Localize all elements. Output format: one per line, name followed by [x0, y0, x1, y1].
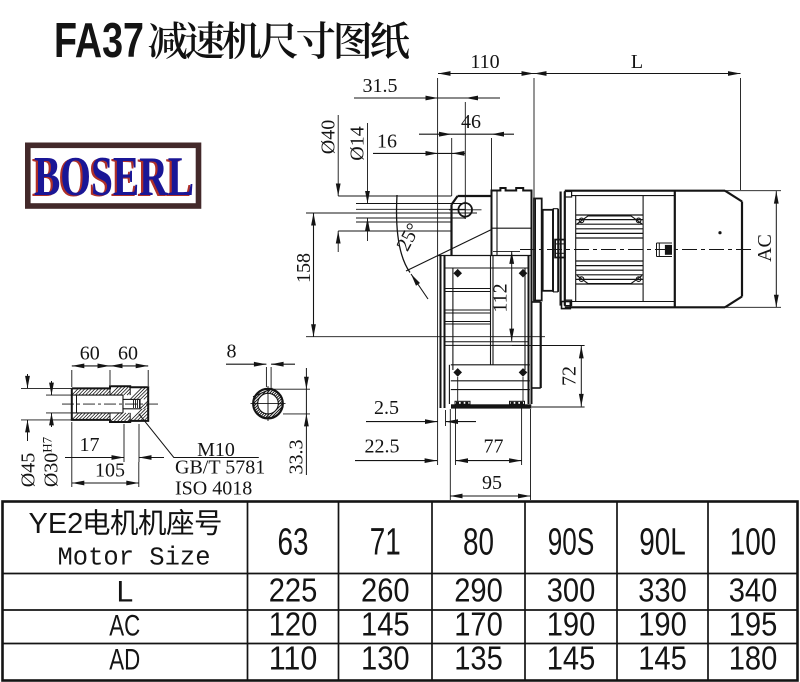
svg-text:110: 110: [470, 51, 499, 73]
svg-text:60: 60: [80, 343, 100, 365]
svg-text:8: 8: [227, 341, 237, 363]
svg-text:ISO 4018: ISO 4018: [175, 478, 252, 500]
svg-text:90S: 90S: [548, 522, 595, 564]
svg-text:190: 190: [638, 606, 687, 643]
svg-text:145: 145: [638, 640, 687, 677]
svg-text:L: L: [631, 51, 643, 73]
svg-text:170: 170: [454, 606, 503, 643]
svg-text:46: 46: [461, 111, 481, 133]
svg-text:AC: AC: [109, 610, 140, 643]
svg-text:290: 290: [454, 572, 503, 609]
svg-text:112: 112: [490, 283, 512, 312]
svg-text:Ø14: Ø14: [347, 126, 369, 160]
svg-text:80: 80: [463, 522, 494, 564]
svg-text:195: 195: [729, 606, 778, 643]
svg-text:YE2: YE2: [29, 508, 84, 540]
svg-text:145: 145: [361, 606, 410, 643]
svg-text:77: 77: [484, 436, 504, 458]
svg-text:BOSERL: BOSERL: [34, 146, 194, 208]
svg-text:31.5: 31.5: [363, 75, 398, 97]
svg-text:22.5: 22.5: [365, 436, 400, 458]
svg-text:260: 260: [361, 572, 410, 609]
svg-text:95: 95: [482, 472, 502, 494]
svg-text:71: 71: [370, 522, 401, 564]
svg-text:130: 130: [361, 640, 410, 677]
svg-text:AC: AC: [754, 234, 776, 262]
svg-text:145: 145: [547, 640, 596, 677]
svg-text:AD: AD: [109, 644, 140, 677]
svg-text:120: 120: [269, 606, 318, 643]
svg-text:135: 135: [454, 640, 503, 677]
svg-text:M10: M10: [197, 439, 235, 461]
svg-text:225: 225: [269, 572, 318, 609]
svg-text:Ø45: Ø45: [18, 453, 40, 487]
svg-text:63: 63: [278, 522, 309, 564]
svg-text:105: 105: [95, 460, 125, 482]
svg-text:BOSERL: BOSERL: [32, 147, 192, 209]
svg-text:60: 60: [118, 343, 138, 365]
svg-text:72: 72: [559, 366, 581, 386]
svg-text:17: 17: [80, 434, 100, 456]
svg-text:2.5: 2.5: [374, 397, 399, 419]
svg-text:90L: 90L: [639, 522, 686, 564]
svg-text:190: 190: [547, 606, 596, 643]
svg-text:330: 330: [638, 572, 687, 609]
svg-text:16: 16: [377, 131, 397, 153]
svg-text:Ø40: Ø40: [318, 120, 340, 154]
svg-text:180: 180: [729, 640, 778, 677]
svg-text:110: 110: [269, 640, 318, 677]
svg-text:Motor Size: Motor Size: [57, 544, 210, 573]
svg-text:L: L: [116, 576, 133, 609]
svg-text:GB/T 5781: GB/T 5781: [175, 457, 265, 479]
svg-text:FA37: FA37: [54, 14, 144, 68]
svg-text:340: 340: [729, 572, 778, 609]
svg-text:300: 300: [547, 572, 596, 609]
svg-text:33.3: 33.3: [286, 440, 308, 475]
svg-text:158: 158: [293, 253, 315, 283]
svg-text:100: 100: [730, 522, 777, 564]
